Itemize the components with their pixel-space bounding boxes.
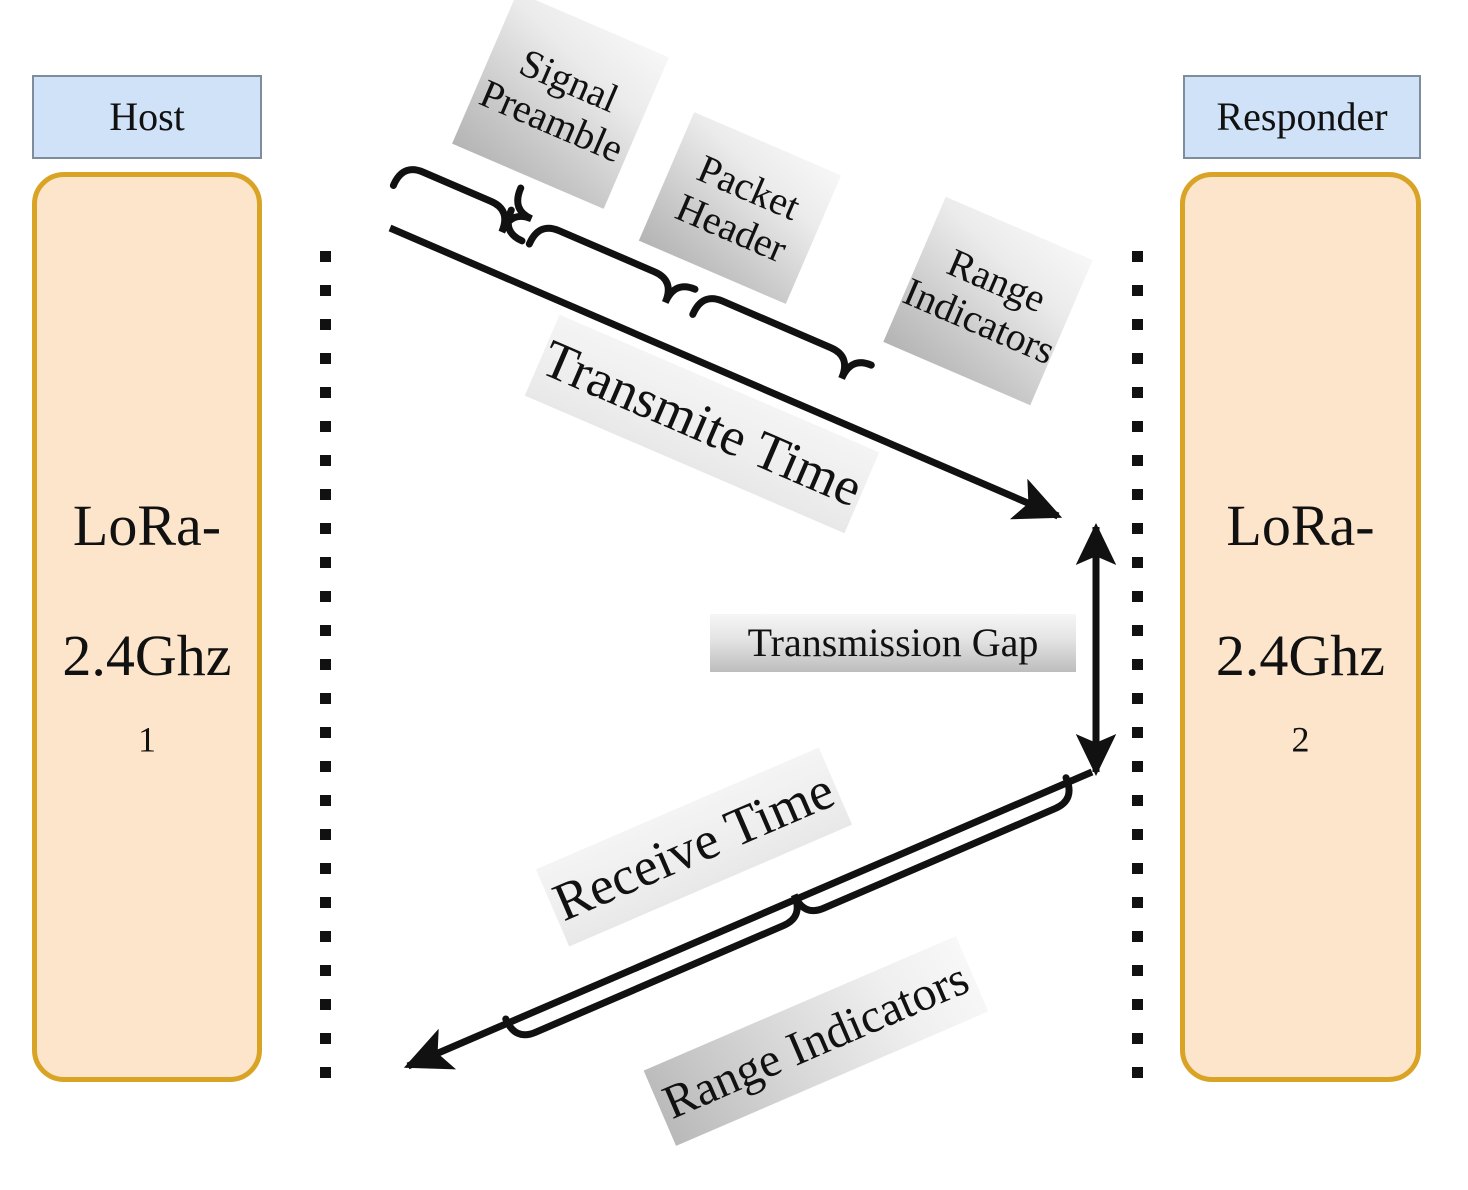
responder-node-label-line1: LoRa- — [1226, 492, 1375, 558]
lifeline-dot — [1132, 455, 1143, 466]
lifeline-dot — [1132, 931, 1143, 942]
brace-signal-preamble — [389, 166, 534, 245]
transmit-arrow — [388, 224, 1063, 520]
lifeline-dot — [320, 999, 331, 1010]
lifeline-dot — [1132, 863, 1143, 874]
host-node: LoRa- 2.4Ghz 1 — [32, 172, 262, 1082]
brace-range-indicators-top — [689, 295, 875, 381]
lifeline-dot — [320, 693, 331, 704]
label-transmission-gap: Transmission Gap — [710, 614, 1076, 672]
responder-node-label-sub: 2 — [1291, 720, 1310, 761]
lifeline-dot — [320, 829, 331, 840]
lifeline-dot — [1132, 761, 1143, 772]
lifeline-dot — [320, 353, 331, 364]
lifeline-dot — [320, 251, 331, 262]
host-node-label: LoRa- 2.4Ghz 1 — [62, 492, 232, 761]
lifeline-dot — [1132, 965, 1143, 976]
lifeline-dot — [320, 557, 331, 568]
lifeline-dot — [1132, 1067, 1143, 1078]
lifeline-dot — [1132, 591, 1143, 602]
lifeline-dot — [320, 1067, 331, 1078]
responder-node: LoRa- 2.4Ghz 2 — [1180, 172, 1421, 1082]
lifeline-dot — [1132, 659, 1143, 670]
label-signal-preamble-text: Signal Preamble — [473, 38, 631, 171]
lifeline-dot — [320, 455, 331, 466]
lifeline-dot — [320, 319, 331, 330]
lifeline-dot — [1132, 829, 1143, 840]
label-range-indicators-top-text: Range Indicators — [897, 239, 1062, 374]
lifeline-dot — [320, 421, 331, 432]
host-node-label-line1: LoRa- — [72, 492, 222, 558]
lifeline-dot — [320, 523, 331, 534]
lifeline-dot — [320, 863, 331, 874]
lifeline-dot — [1132, 625, 1143, 636]
brace-packet-header — [525, 224, 699, 305]
lifeline-dot — [1132, 1033, 1143, 1044]
transmit-brace-group — [389, 166, 875, 381]
lifeline-dot — [1132, 693, 1143, 704]
lifeline-dot — [1132, 251, 1143, 262]
lifeline-dot — [1132, 319, 1143, 330]
lifeline-dot — [320, 897, 331, 908]
host-tag: Host — [32, 75, 262, 159]
host-node-label-line2: 2.4Ghz — [62, 622, 232, 688]
lifeline-dot — [320, 591, 331, 602]
lifeline-dot — [320, 489, 331, 500]
lifeline-dot — [1132, 897, 1143, 908]
lifeline-dot — [1132, 795, 1143, 806]
responder-tag: Responder — [1183, 75, 1421, 159]
lifeline-dot — [1132, 489, 1143, 500]
host-tag-label: Host — [109, 94, 185, 139]
lifeline-dot — [320, 965, 331, 976]
responder-node-label-line2: 2.4Ghz — [1215, 622, 1386, 688]
lifeline-dot — [320, 659, 331, 670]
lifeline-dot — [320, 625, 331, 636]
label-transmission-gap-text: Transmission Gap — [747, 620, 1039, 665]
lifeline-dot — [320, 285, 331, 296]
lifeline-dot — [1132, 387, 1143, 398]
lifeline-dot — [1132, 285, 1143, 296]
lifeline-dot — [320, 387, 331, 398]
lifeline-dot — [1132, 353, 1143, 364]
receive-arrow — [403, 768, 1094, 1070]
responder-tag-label: Responder — [1216, 94, 1388, 139]
lifeline-dot — [1132, 523, 1143, 534]
host-lifeline — [320, 251, 331, 1101]
lifeline-dot — [320, 761, 331, 772]
lifeline-dot — [1132, 557, 1143, 568]
responder-lifeline — [1132, 251, 1143, 1101]
responder-node-label: LoRa- 2.4Ghz 2 — [1215, 492, 1386, 761]
lifeline-dot — [1132, 421, 1143, 432]
lifeline-dot — [1132, 999, 1143, 1010]
lifeline-dot — [320, 931, 331, 942]
lifeline-dot — [320, 727, 331, 738]
label-packet-header-text: Packet Header — [669, 145, 807, 272]
lifeline-dot — [320, 795, 331, 806]
host-node-label-sub: 1 — [137, 720, 156, 761]
lifeline-dot — [320, 1033, 331, 1044]
lifeline-dot — [1132, 727, 1143, 738]
